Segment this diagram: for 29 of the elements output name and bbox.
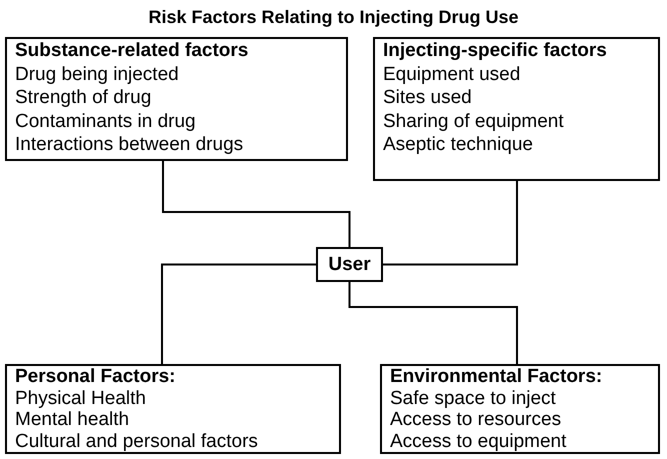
diagram-title: Risk Factors Relating to Injecting Drug Use <box>147 6 520 28</box>
factor-item: Interactions between drugs <box>15 133 244 156</box>
factor-item: Drug being injected <box>15 62 180 86</box>
factor-item: Physical Health <box>15 388 147 409</box>
box-heading: Injecting-specific factors <box>383 39 608 62</box>
factor-item: Cultural and personal factors <box>15 430 259 452</box>
factor-item: Access to resources <box>390 409 562 430</box>
box-heading: Substance-related factors <box>15 39 250 62</box>
factor-item: Mental health <box>15 409 130 430</box>
factor-box <box>5 37 348 161</box>
box-heading: Environmental Factors: <box>390 366 604 388</box>
factor-box <box>5 364 341 454</box>
factor-item: Sites used <box>383 86 473 110</box>
connector-line <box>383 181 518 266</box>
factor-item: Access to equipment <box>390 430 568 452</box>
box-heading: Personal Factors: <box>15 366 176 388</box>
factor-item: Strength of drug <box>15 86 152 110</box>
factor-item: Safe space to inject <box>390 388 557 409</box>
factor-item: Aseptic technique <box>383 133 534 156</box>
factor-item: Contaminants in drug <box>15 110 197 133</box>
connector-line <box>161 264 316 364</box>
factor-box <box>373 37 660 181</box>
connector-line <box>348 282 518 364</box>
factor-box <box>380 364 660 454</box>
user-box <box>316 247 383 282</box>
factor-item: Sharing of equipment <box>383 110 565 133</box>
factor-item: Equipment used <box>383 62 522 86</box>
box-heading: User <box>328 252 371 276</box>
connector-line <box>162 161 350 247</box>
